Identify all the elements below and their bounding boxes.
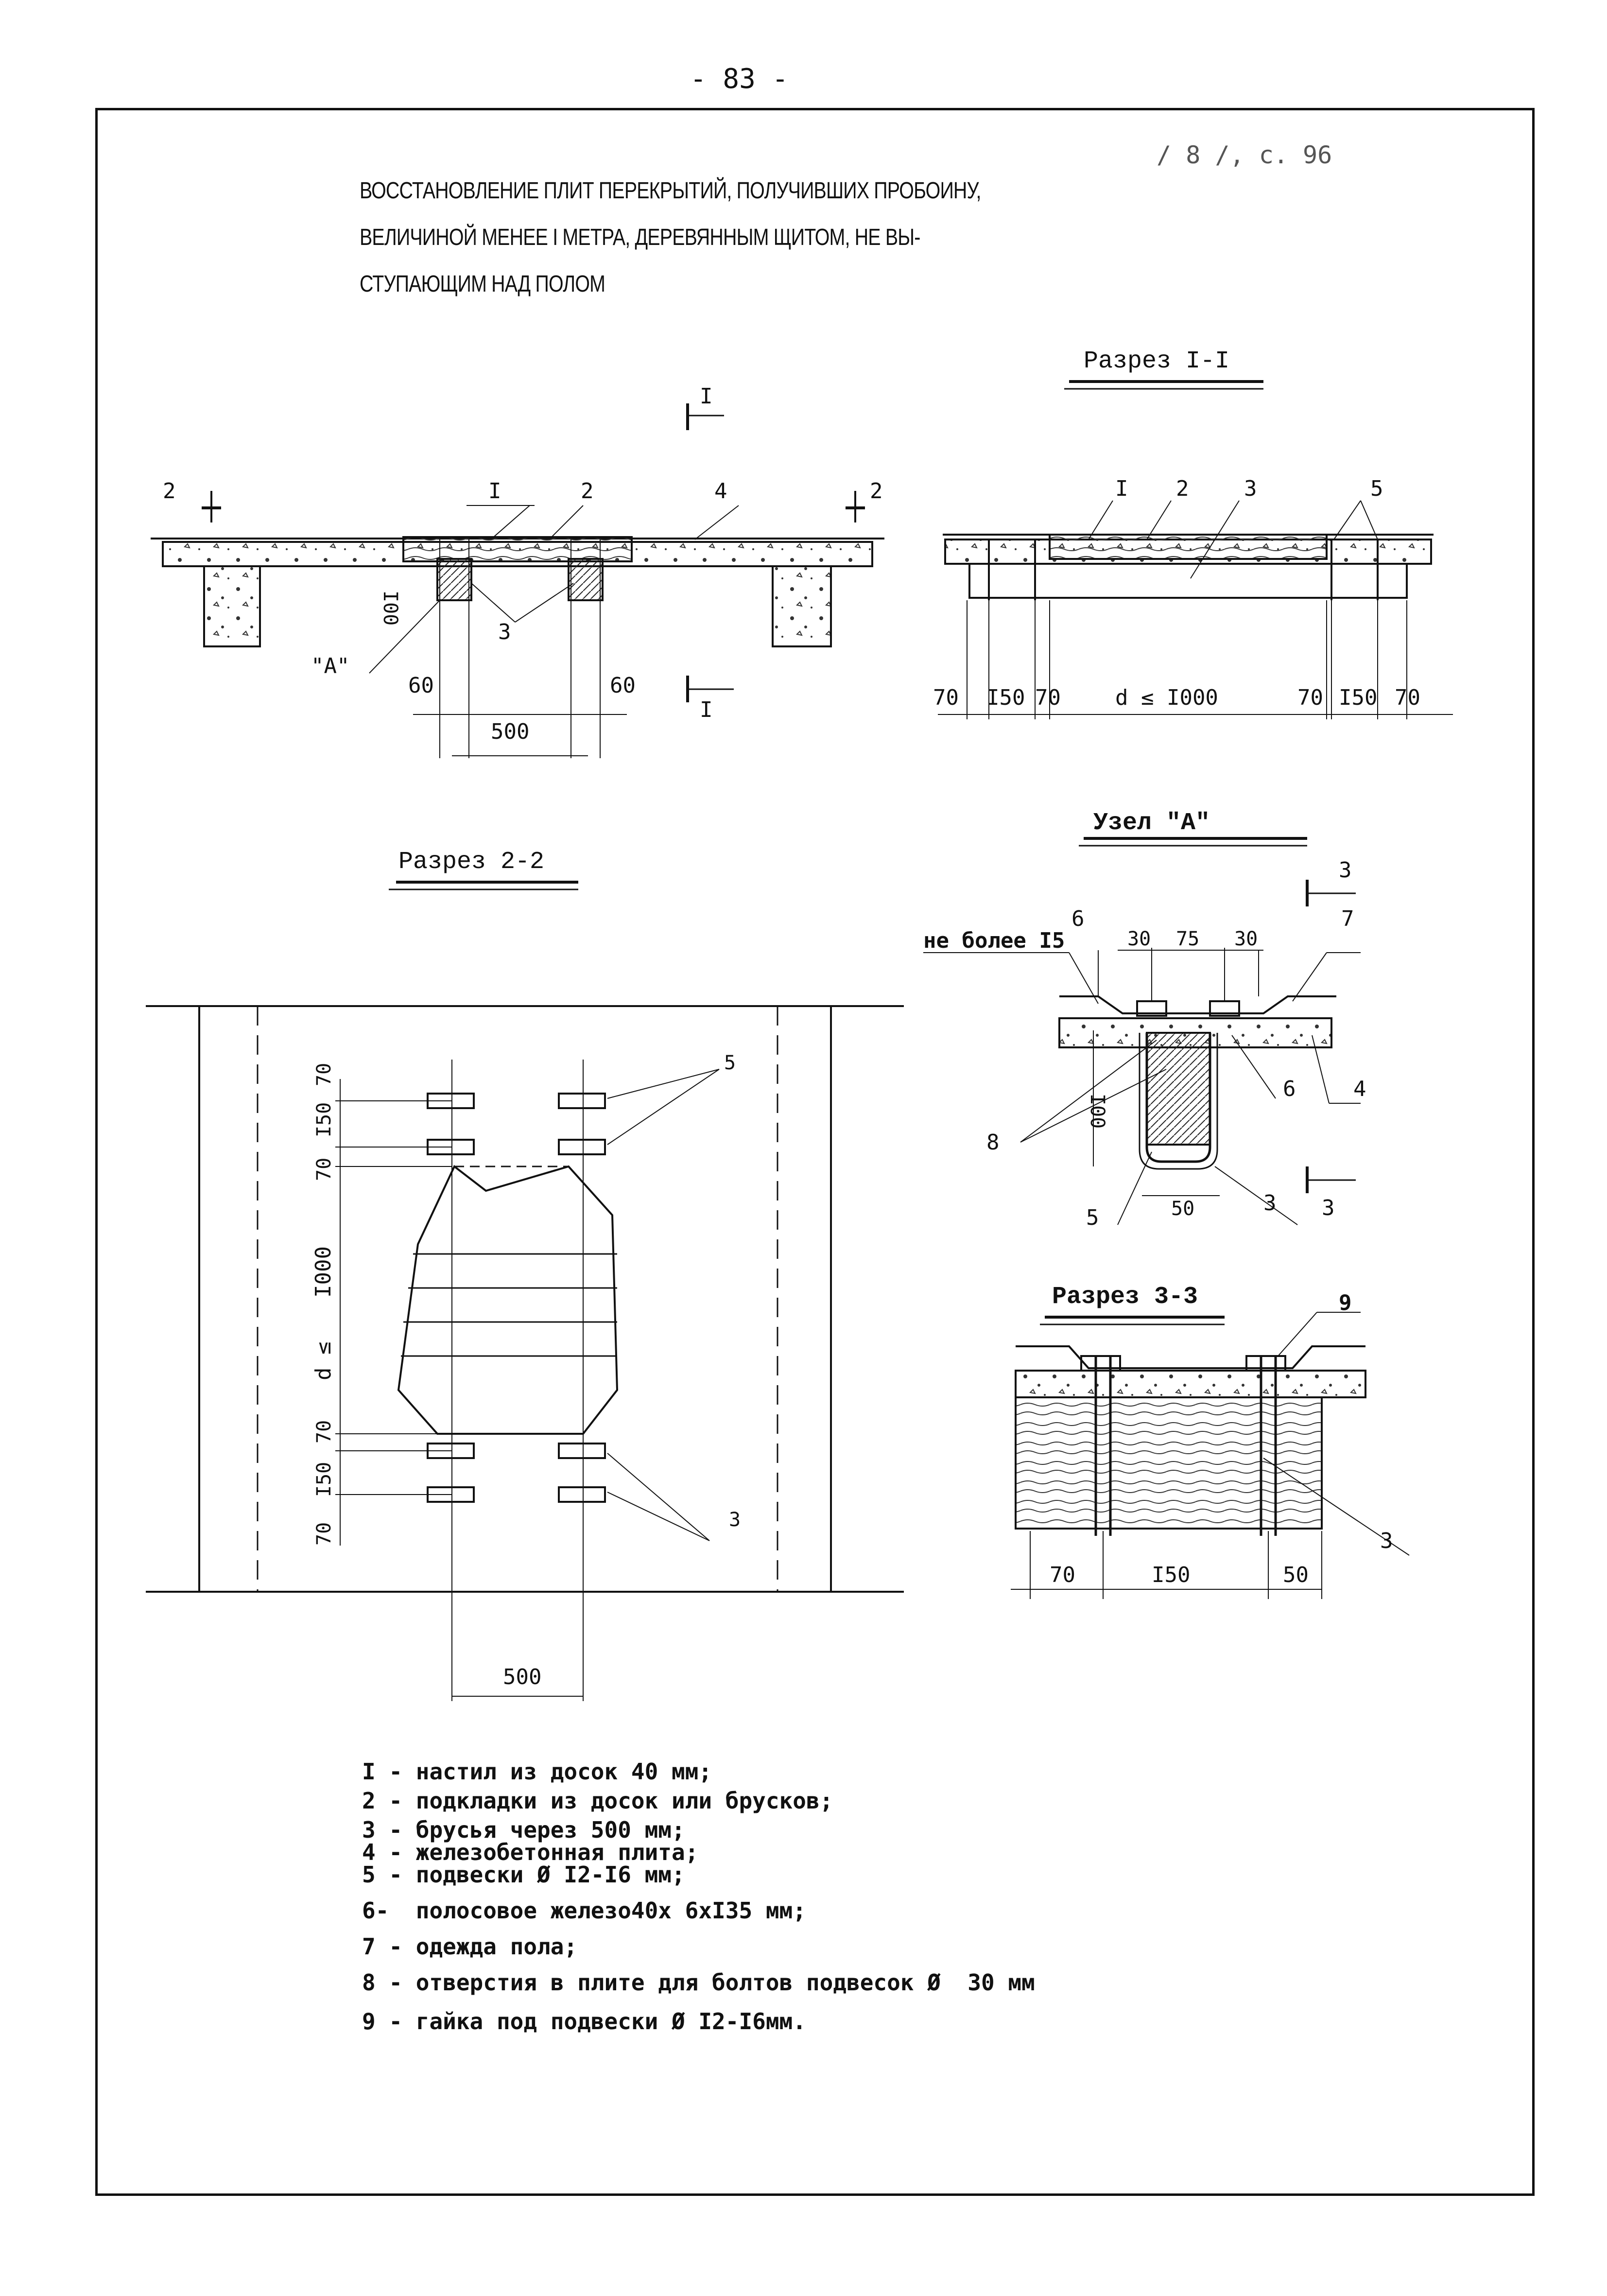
reference-note: / 8 /, с. 96 xyxy=(1157,141,1332,169)
legend-item-5: 5 - подвески Ø I2-I6 мм; xyxy=(362,1861,685,1888)
callout-4: 4 xyxy=(714,479,727,504)
page-number: - 83 - xyxy=(690,63,789,95)
node-dim-75: 75 xyxy=(1176,928,1199,950)
elevation-labels: 2 2 I I I 2 4 3 "А" I00 60 60 500 xyxy=(163,384,883,744)
legend-item-8: 8 - отверстия в плите для болтов подвесо… xyxy=(362,1969,1035,1996)
s1-dim-d: d ≤ I000 xyxy=(1115,685,1218,710)
legend-item-6: 6- полосовое железо40х 6хI35 мм; xyxy=(362,1897,806,1924)
caption-section-2: Разрез 2-2 xyxy=(398,848,545,876)
s1-dim-70d: 70 xyxy=(1395,685,1420,710)
s1-callout-5: 5 xyxy=(1370,476,1383,501)
legend-item-1: I - настил из досок 40 мм; xyxy=(362,1758,712,1785)
section-1-view xyxy=(938,380,1453,719)
s3-callout-3: 3 xyxy=(1380,1529,1393,1553)
s2-dim-150a: I50 xyxy=(313,1102,335,1137)
node-callout-4: 4 xyxy=(1353,1077,1366,1101)
dim-60-left: 60 xyxy=(408,673,434,698)
node-callout-6b: 6 xyxy=(1283,1077,1296,1101)
caption-section-1: Разрез I-I xyxy=(1084,348,1230,375)
s3-dim-50: 50 xyxy=(1283,1563,1309,1587)
s2-callout-5: 5 xyxy=(724,1052,736,1074)
callout-a: "А" xyxy=(311,654,349,678)
section-1-labels: I 2 3 5 70 I50 70 d ≤ I000 70 I50 70 xyxy=(933,476,1420,710)
dim-500: 500 xyxy=(491,719,529,744)
section-2-labels: 70 I50 70 I000 d ≤ 70 I50 70 500 5 3 xyxy=(311,1052,741,1689)
s3-callout-9: 9 xyxy=(1339,1290,1352,1315)
s2-dim-150b: I50 xyxy=(313,1462,335,1497)
dim-100: I00 xyxy=(379,591,401,626)
s2-dim-500: 500 xyxy=(503,1665,541,1689)
s3-dim-150: I50 xyxy=(1152,1563,1190,1587)
title-line-3: СТУПАЮЩИМ НАД ПОЛОМ xyxy=(360,271,605,297)
caption-node-a: Узел "А" xyxy=(1093,809,1210,837)
callout-2: 2 xyxy=(581,479,594,504)
marker-I-top: I xyxy=(700,384,713,409)
s2-dim-1000: I000 xyxy=(311,1246,336,1298)
node-dim-30b: 30 xyxy=(1234,928,1258,950)
s2-dim-70b: 70 xyxy=(313,1158,335,1181)
s1-callout-1: I xyxy=(1115,476,1128,501)
node-callout-6a: 6 xyxy=(1071,906,1085,931)
marker-2-left: 2 xyxy=(163,479,176,504)
elevation-view xyxy=(151,403,884,758)
s1-dim-70c: 70 xyxy=(1297,685,1323,710)
legend-item-7: 7 - одежда пола; xyxy=(362,1933,578,1960)
legend-item-9: 9 - гайка под подвески Ø I2-I6мм. xyxy=(362,2008,806,2035)
node-marker-3-top: 3 xyxy=(1339,858,1352,883)
drawing-frame xyxy=(95,108,1535,2196)
dim-60-right: 60 xyxy=(610,673,636,698)
page-title: ВОССТАНОВЛЕНИЕ ПЛИТ ПЕРЕКРЫТИЙ, ПОЛУЧИВШ… xyxy=(360,168,981,308)
title-line-1: ВОССТАНОВЛЕНИЕ ПЛИТ ПЕРЕКРЫТИЙ, ПОЛУЧИВШ… xyxy=(360,178,981,204)
callout-3: 3 xyxy=(498,620,511,644)
node-dim-100: I00 xyxy=(1086,1094,1108,1129)
node-marker-3-bottom: 3 xyxy=(1322,1196,1335,1220)
s1-callout-3: 3 xyxy=(1244,476,1257,501)
node-dim-30a: 30 xyxy=(1127,928,1151,950)
s1-dim-150a: I50 xyxy=(986,685,1025,710)
node-a-labels: не более I5 30 75 30 I00 50 6 7 6 4 8 5 … xyxy=(923,858,1366,1230)
node-a-view xyxy=(923,837,1361,1225)
node-callout-7: 7 xyxy=(1341,906,1354,931)
s2-callout-3: 3 xyxy=(729,1509,741,1531)
s1-callout-2: 2 xyxy=(1176,476,1189,501)
node-callout-3: 3 xyxy=(1263,1191,1277,1216)
section-3-view xyxy=(1011,1312,1410,1599)
s2-dim-70d: 70 xyxy=(313,1522,335,1546)
s1-dim-150b: I50 xyxy=(1339,685,1377,710)
node-dim-50: 50 xyxy=(1171,1198,1194,1220)
legend-item-3: 3 - брусья через 500 мм; xyxy=(362,1817,685,1843)
s1-dim-70b: 70 xyxy=(1035,685,1061,710)
callout-1: I xyxy=(488,479,501,504)
s3-dim-70: 70 xyxy=(1050,1563,1075,1587)
s2-dim-d: d ≤ xyxy=(311,1342,336,1380)
node-callout-5: 5 xyxy=(1086,1205,1099,1230)
title-line-2: ВЕЛИЧИНОЙ МЕНЕЕ I МЕТРА, ДЕРЕВЯННЫМ ЩИТО… xyxy=(360,225,920,250)
node-note: не более I5 xyxy=(923,928,1065,953)
section-2-view xyxy=(146,881,904,1701)
node-callout-8: 8 xyxy=(986,1130,1000,1155)
s2-dim-70c: 70 xyxy=(313,1420,335,1444)
s2-dim-70a: 70 xyxy=(313,1063,335,1086)
legend-item-2: 2 - подкладки из досок или брусков; xyxy=(362,1788,833,1814)
legend-item-4: 4 - железобетонная плита; xyxy=(362,1839,699,1865)
section-3-labels: 70 I50 50 9 3 xyxy=(1050,1290,1393,1587)
legend: I - настил из досок 40 мм; 2 - подкладки… xyxy=(362,1757,1035,2036)
marker-2-right: 2 xyxy=(870,479,883,504)
caption-section-3: Разрез 3-3 xyxy=(1052,1283,1198,1311)
marker-I-bottom: I xyxy=(700,697,713,722)
s1-dim-70a: 70 xyxy=(933,685,959,710)
